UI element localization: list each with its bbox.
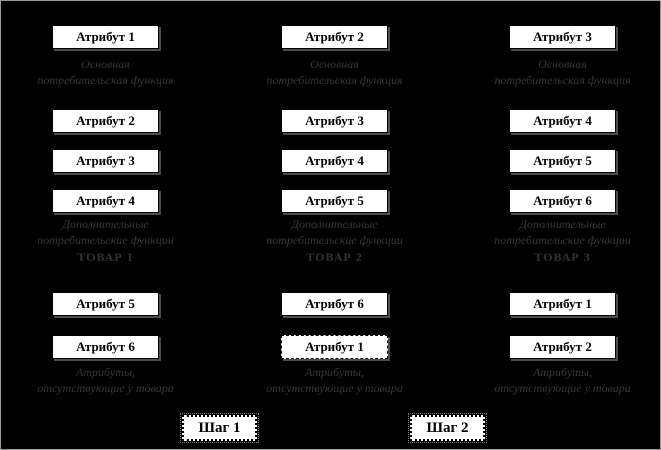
group-label-absent-attributes: Атрибуты, отсутствующие у товара — [1, 364, 216, 396]
group-label-main-function: Основная потребительская функция — [1, 56, 216, 88]
group-label-line: потребительская функция — [37, 73, 174, 87]
group-label-line: Дополнительные — [62, 217, 149, 231]
attribute-box: Атрибут 2 — [281, 25, 388, 49]
group-label-absent-attributes: Атрибуты, отсутствующие у товара — [452, 364, 660, 396]
attribute-box: Атрибут 1 — [509, 292, 616, 316]
group-label-absent-attributes: Атрибуты, отсутствующие у товара — [224, 364, 445, 396]
attribute-box-new: Атрибут 1 — [281, 335, 388, 359]
group-label-main-function: Основная потребительская функция — [452, 56, 660, 88]
attribute-box: Атрибут 5 — [281, 189, 388, 213]
attribute-box: Атрибут 3 — [281, 109, 388, 133]
group-label-line: Основная — [81, 57, 130, 71]
group-label-line: потребительская функция — [494, 73, 631, 87]
group-label-line: Атрибуты, — [76, 365, 135, 379]
attribute-box: Атрибут 3 — [52, 149, 159, 173]
product-column-1: Атрибут 1 Основная потребительская функц… — [37, 1, 174, 449]
attribute-box: Атрибут 3 — [509, 25, 616, 49]
group-label-line: Дополнительные — [519, 217, 606, 231]
attribute-box: Атрибут 1 — [52, 25, 159, 49]
group-label-main-function: Основная потребительская функция — [224, 56, 445, 88]
attribute-box: Атрибут 5 — [509, 149, 616, 173]
group-label-line: Дополнительные — [291, 217, 378, 231]
group-label-line: Основная — [310, 57, 359, 71]
product-caption: ТОВАР 2 — [306, 250, 363, 264]
product-caption: ТОВАР 1 — [77, 250, 134, 264]
group-label-line: отсутствующие у товара — [37, 381, 174, 395]
group-label-line: потребительские функции — [266, 233, 403, 247]
step-box-1: Шаг 1 — [180, 413, 259, 443]
attribute-box: Атрибут 4 — [52, 189, 159, 213]
group-label-line: потребительские функции — [494, 233, 631, 247]
attribute-box: Атрибут 4 — [509, 109, 616, 133]
group-label-line: отсутствующие у товара — [266, 381, 403, 395]
group-label-additional-functions: Дополнительные потребительские функции — [452, 216, 660, 248]
group-label-line: отсутствующие у товара — [494, 381, 631, 395]
group-label-additional-functions: Дополнительные потребительские функции — [1, 216, 216, 248]
attribute-box: Атрибут 2 — [52, 109, 159, 133]
attribute-box: Атрибут 5 — [52, 292, 159, 316]
step-box-2: Шаг 2 — [408, 413, 487, 443]
product-caption: ТОВАР 3 — [534, 250, 591, 264]
attribute-box: Атрибут 6 — [281, 292, 388, 316]
group-label-line: потребительская функция — [266, 73, 403, 87]
product-column-2: Атрибут 2 Основная потребительская функц… — [266, 1, 403, 449]
group-label-line: Атрибуты, — [533, 365, 592, 379]
attribute-box: Атрибут 6 — [509, 189, 616, 213]
attribute-box: Атрибут 6 — [52, 335, 159, 359]
group-label-line: Атрибуты, — [305, 365, 364, 379]
group-label-additional-functions: Дополнительные потребительские функции — [224, 216, 445, 248]
group-label-line: Основная — [538, 57, 587, 71]
attribute-box: Атрибут 4 — [281, 149, 388, 173]
attribute-box: Атрибут 2 — [509, 335, 616, 359]
group-label-line: потребительские функции — [37, 233, 174, 247]
product-column-3: Атрибут 3 Основная потребительская функц… — [494, 1, 631, 449]
